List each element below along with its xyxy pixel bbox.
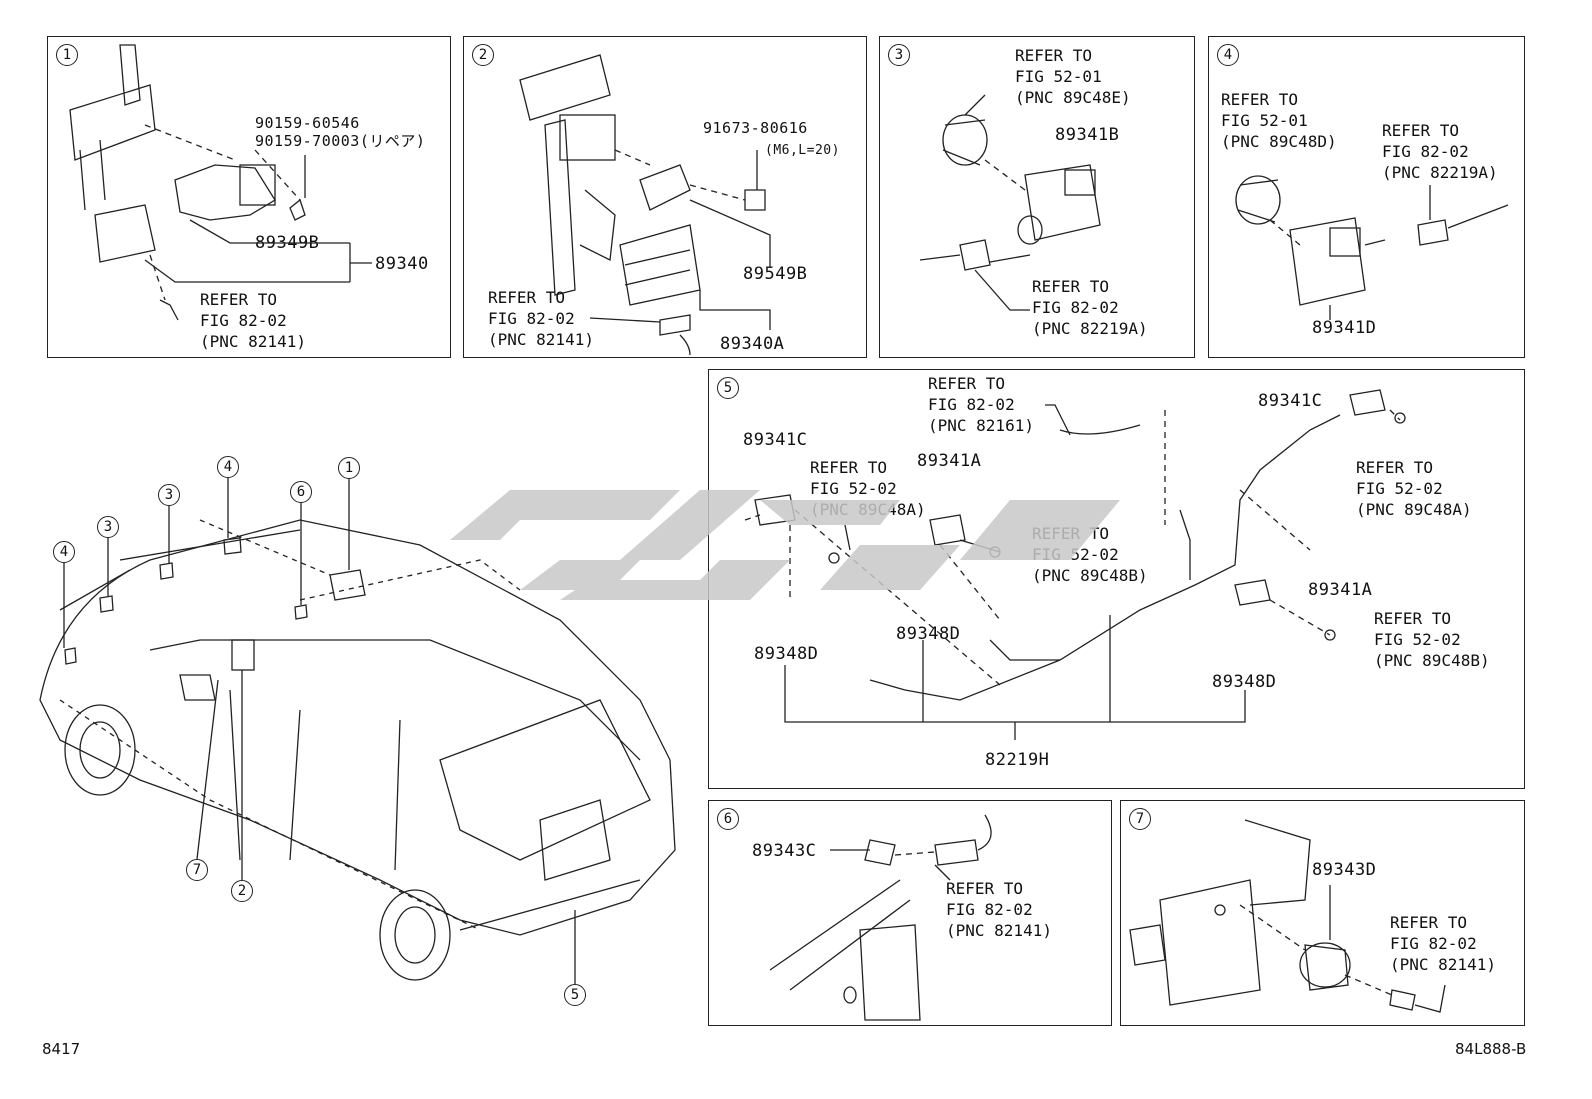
panel-4-ref-right-line3: (PNC 82219A) xyxy=(1382,163,1498,182)
panel-7-art xyxy=(1129,819,1446,1013)
panel-6-number: 6 xyxy=(717,808,739,830)
panel-3-art xyxy=(919,94,1101,311)
panel-5-art xyxy=(744,389,1406,740)
car-callout-6[interactable]: 6 xyxy=(290,481,312,503)
panel-6-art xyxy=(769,814,992,1021)
part-91673-spec: (M6,L=20) xyxy=(765,143,840,158)
panel-1 xyxy=(47,36,451,358)
part-91673-80616[interactable]: 91673-80616 xyxy=(703,119,808,137)
panel-4-ref-right-line1: REFER TO xyxy=(1382,121,1460,140)
panel-3-ref-top-line3: (PNC 89C48E) xyxy=(1015,88,1131,107)
panel-6-ref-line2: FIG 82-02 xyxy=(946,900,1033,919)
panel-5-ref-left-line2: FIG 52-02 xyxy=(810,479,897,498)
part-89343C[interactable]: 89343C xyxy=(752,841,817,861)
panel-2-ref-line1: REFER TO xyxy=(488,288,566,307)
panel-1-number: 1 xyxy=(56,44,78,66)
footer-right-code: 84L888-B xyxy=(1455,1040,1527,1058)
car-callout-4-left[interactable]: 4 xyxy=(53,541,75,563)
panel-2-art xyxy=(519,54,771,356)
panel-4-ref-left-line3: (PNC 89C48D) xyxy=(1221,132,1337,151)
panel-7-ref-line1: REFER TO xyxy=(1390,913,1468,932)
panel-5-number: 5 xyxy=(717,377,739,399)
part-89341A-right[interactable]: 89341A xyxy=(1308,580,1373,600)
panel-6-ref-line1: REFER TO xyxy=(946,879,1024,898)
panel-5-ref-right-bottom-line3: (PNC 89C48B) xyxy=(1374,651,1490,670)
part-89341C-left[interactable]: 89341C xyxy=(743,430,808,450)
panel-6 xyxy=(708,800,1112,1026)
part-89340[interactable]: 89340 xyxy=(375,254,429,274)
part-90159-70003[interactable]: 90159-70003(リペア) xyxy=(255,132,426,150)
part-89348D-mid[interactable]: 89348D xyxy=(896,624,961,644)
part-89348D-left[interactable]: 89348D xyxy=(754,644,819,664)
panel-5-ref-right-top-line2: FIG 52-02 xyxy=(1356,479,1443,498)
car-callout-7[interactable]: 7 xyxy=(186,859,208,881)
car-callout-4-top[interactable]: 4 xyxy=(217,456,239,478)
panel-5-ref-top-line2: FIG 82-02 xyxy=(928,395,1015,414)
panel-2 xyxy=(463,36,867,358)
panel-1-ref-line3: (PNC 82141) xyxy=(200,332,306,351)
panel-2-number: 2 xyxy=(472,44,494,66)
part-89341C-right[interactable]: 89341C xyxy=(1258,391,1323,411)
footer-left-code: 8417 xyxy=(42,1040,81,1058)
panel-5-ref-right-bottom-line2: FIG 52-02 xyxy=(1374,630,1461,649)
panel-5-ref-right-top-line3: (PNC 89C48A) xyxy=(1356,500,1472,519)
panel-4-ref-left-line2: FIG 52-01 xyxy=(1221,111,1308,130)
panel-3-ref-bottom-line1: REFER TO xyxy=(1032,277,1110,296)
part-90159-60546[interactable]: 90159-60546 xyxy=(255,114,360,132)
panel-3 xyxy=(879,36,1195,358)
panel-3-ref-bottom-line2: FIG 82-02 xyxy=(1032,298,1119,317)
panel-5-ref-right-bottom-line1: REFER TO xyxy=(1374,609,1452,628)
panel-5-ref-mid-line3: (PNC 89C48B) xyxy=(1032,566,1148,585)
panel-4-art xyxy=(1235,175,1509,320)
panel-4-ref-right-line2: FIG 82-02 xyxy=(1382,142,1469,161)
panel-7-number: 7 xyxy=(1129,808,1151,830)
panel-4 xyxy=(1208,36,1525,358)
panel-1-ref-line1: REFER TO xyxy=(200,290,278,309)
part-89343D[interactable]: 89343D xyxy=(1312,860,1377,880)
panel-3-ref-bottom-line3: (PNC 82219A) xyxy=(1032,319,1148,338)
panel-1-ref-line2: FIG 82-02 xyxy=(200,311,287,330)
panel-1-art xyxy=(69,44,372,321)
panel-4-ref-left-line1: REFER TO xyxy=(1221,90,1299,109)
car-callout-3-mid[interactable]: 3 xyxy=(158,484,180,506)
panel-7-ref-line3: (PNC 82141) xyxy=(1390,955,1496,974)
part-89341B[interactable]: 89341B xyxy=(1055,125,1120,145)
car-callout-3-left[interactable]: 3 xyxy=(97,516,119,538)
panel-3-ref-top-line2: FIG 52-01 xyxy=(1015,67,1102,86)
panel-5-ref-left-line1: REFER TO xyxy=(810,458,888,477)
part-89549B[interactable]: 89549B xyxy=(743,264,808,284)
panel-3-number: 3 xyxy=(888,44,910,66)
panel-7-ref-line2: FIG 82-02 xyxy=(1390,934,1477,953)
panel-2-ref-line3: (PNC 82141) xyxy=(488,330,594,349)
car-callout-1[interactable]: 1 xyxy=(338,457,360,479)
panel-6-ref-line3: (PNC 82141) xyxy=(946,921,1052,940)
panel-2-ref-line2: FIG 82-02 xyxy=(488,309,575,328)
panel-3-ref-top-line1: REFER TO xyxy=(1015,46,1093,65)
part-82219H[interactable]: 82219H xyxy=(985,750,1050,770)
part-89340A[interactable]: 89340A xyxy=(720,334,785,354)
panel-5-ref-top-line3: (PNC 82161) xyxy=(928,416,1034,435)
panel-5-ref-top-line1: REFER TO xyxy=(928,374,1006,393)
part-89348D-right[interactable]: 89348D xyxy=(1212,672,1277,692)
panel-4-number: 4 xyxy=(1217,44,1239,66)
car-art xyxy=(39,478,676,984)
car-callout-2[interactable]: 2 xyxy=(231,880,253,902)
part-89341D[interactable]: 89341D xyxy=(1312,318,1377,338)
panel-5-ref-right-top-line1: REFER TO xyxy=(1356,458,1434,477)
part-89341A-mid[interactable]: 89341A xyxy=(917,451,982,471)
car-callout-5[interactable]: 5 xyxy=(564,984,586,1006)
